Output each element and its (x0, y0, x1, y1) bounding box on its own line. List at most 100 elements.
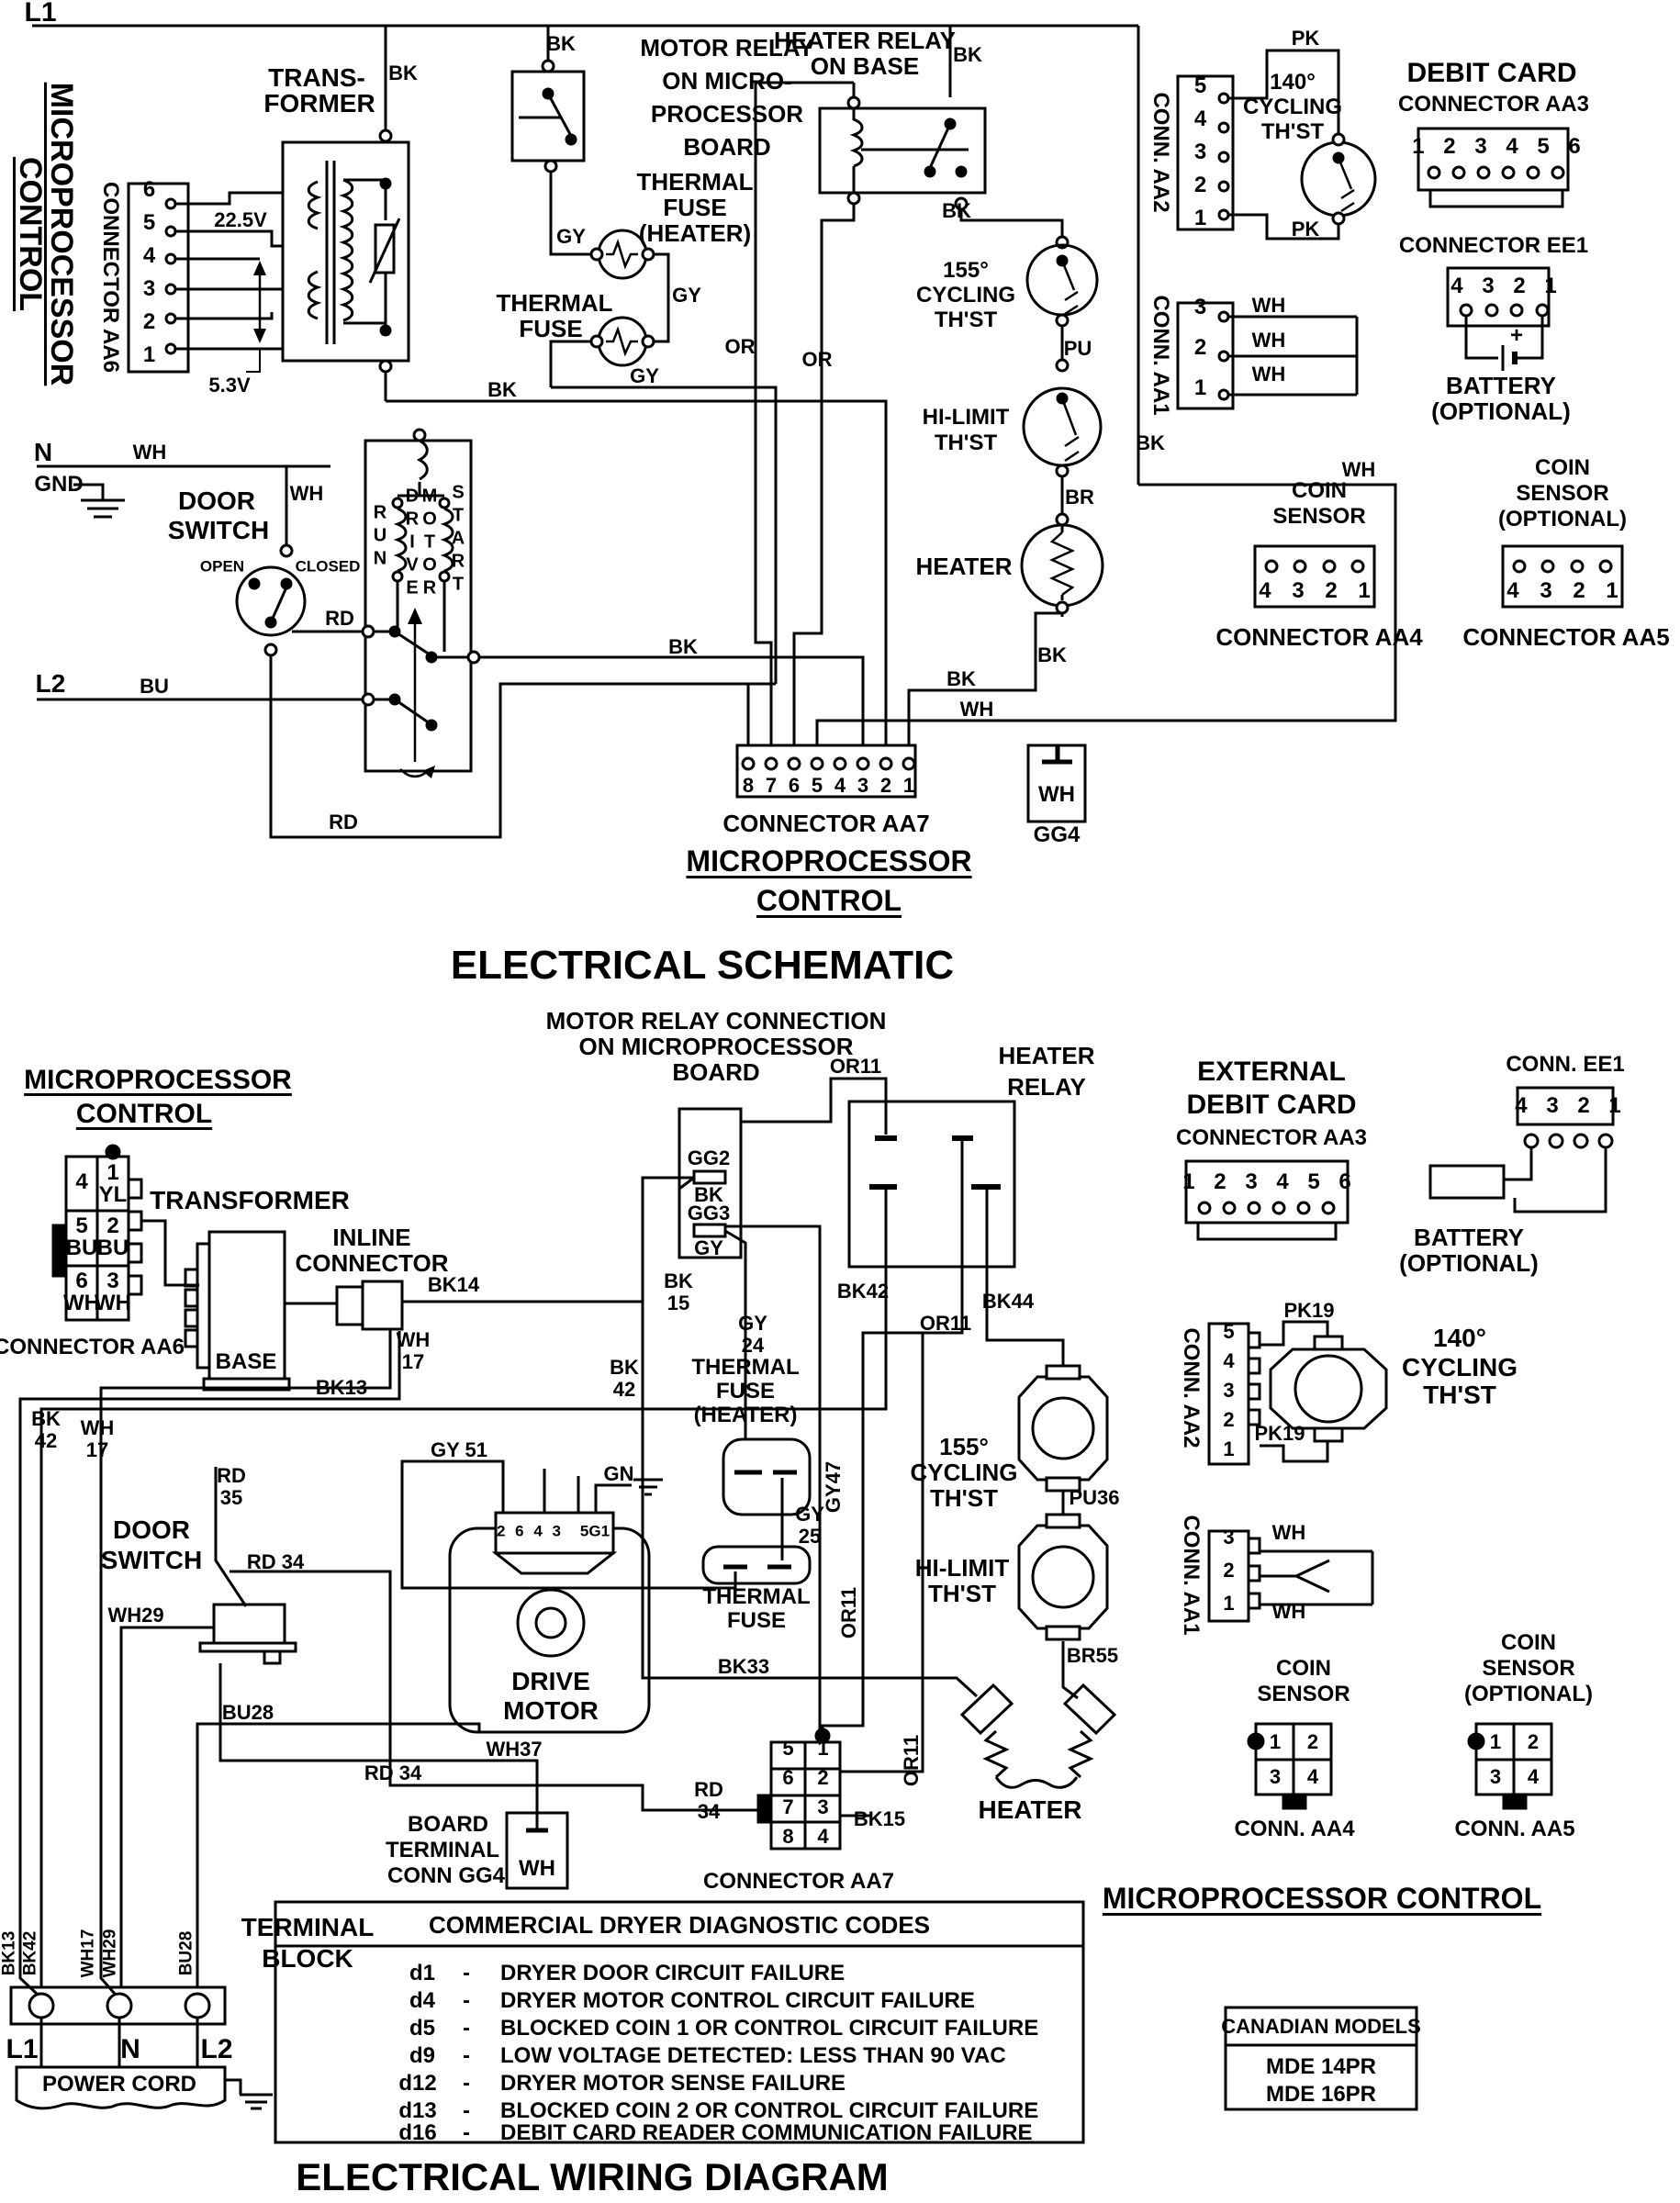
gg4-box-schematic (1026, 744, 1087, 823)
wire-rd35-a: RD (217, 1464, 246, 1487)
hi-limit-w2: TH'ST (927, 1580, 997, 1607)
aa7-pin-6: 6 (788, 774, 801, 797)
aa6-cell-5: 5 (75, 1213, 88, 1238)
aa5-cell-3: 3 (1489, 1765, 1502, 1788)
aa4-cell-4: 4 (1306, 1765, 1319, 1788)
door-switch-w1: DOOR (113, 1515, 190, 1544)
cycling-155-w3: TH'ST (929, 1484, 999, 1512)
wire-bk-2: BK (546, 32, 576, 55)
micro-control-bottom-right: MICROPROCESSOR CONTROL (1102, 1882, 1542, 1915)
thermal-fuse-heater-2: FUSE (663, 194, 727, 221)
rail-bk42: BK42 (20, 1930, 40, 1976)
wire-bk42: BK42 (836, 1280, 890, 1303)
conn-ee1-wiring-label: CONN. EE1 (1506, 1052, 1625, 1077)
cycling-155-label-2: CYCLING (916, 283, 1015, 308)
motor-relay-label-3: PROCESSOR (650, 100, 804, 128)
rail-wh29: WH29 (100, 1929, 120, 1978)
gg4-wh-wiring: WH (519, 1856, 555, 1881)
micro-control-vert-2: CONTROL (13, 156, 48, 312)
coin-sensor-aa5-1: COIN (1535, 455, 1590, 480)
motor-relay-label-1: MOTOR RELAY (640, 34, 814, 62)
heater-relay-wiring-2: RELAY (1007, 1073, 1086, 1101)
heater-wiring-label: HEATER (978, 1795, 1082, 1824)
aa6-cell-1: 1 (106, 1160, 119, 1185)
code-d16: d16 (398, 2120, 437, 2145)
aa4-pin-numbers: 4 3 2 1 (1259, 578, 1371, 603)
wire-gy-2: GY (672, 284, 701, 307)
connector-ee1-schematic (1446, 266, 1551, 371)
aa1-pin-numbers: 321 (1188, 295, 1213, 416)
wire-wh-aa1-2: WH (1251, 329, 1286, 352)
gg3-label: GG3 (687, 1202, 731, 1225)
aa7-wiring-left-pins: 5678 (777, 1737, 800, 1854)
aa3-pin-numbers: 1 2 3 4 5 6 (1412, 134, 1581, 159)
coin-sensor-aa4-wiring (1247, 1722, 1333, 1810)
conn-aa5-wiring-label: CONN. AA5 (1454, 1817, 1575, 1841)
block-l2: L2 (200, 2034, 233, 2064)
cycling-140-label-2: CYCLING (1243, 95, 1342, 119)
wire-bu28: BU28 (221, 1701, 274, 1724)
wire-gy-3: GY (630, 364, 659, 387)
canadian-models-box (1224, 2006, 1418, 2111)
drive-motor-w1: DRIVE (511, 1667, 590, 1695)
coin-sensor-aa5-3: (OPTIONAL) (1498, 507, 1627, 531)
code-d9-dash: - (463, 2043, 470, 2068)
aa5-cell-1: 1 (1489, 1730, 1502, 1753)
board-terminal-3: CONN GG4 (386, 1863, 506, 1888)
connector-aa3-wiring-label: CONNECTOR AA3 (1175, 1125, 1368, 1150)
external-debit-1: EXTERNAL (1197, 1057, 1346, 1087)
conn-ee1-wiring (1428, 1086, 1615, 1213)
aa6-cell-2: 2 (106, 1213, 119, 1238)
inline-connector-wiring (18, 1176, 979, 1996)
voltage-5-3: 5.3V (208, 374, 251, 397)
wire-bu: BU (140, 675, 169, 698)
wire-pk19-2: PK19 (1254, 1422, 1305, 1445)
diagnostic-codes-box (274, 1900, 1085, 2144)
thermal-fuse-heater-1: THERMAL (636, 168, 754, 196)
external-debit-2: DEBIT CARD (1186, 1090, 1357, 1120)
debit-card-aa3-schematic (1417, 127, 1570, 208)
door-closed-label: CLOSED (295, 557, 361, 576)
aa4-cell-2: 2 (1306, 1730, 1319, 1753)
gg4-label: GG4 (1033, 822, 1081, 847)
coin-aa5-w1: COIN (1501, 1630, 1556, 1655)
aa6-cell-2-bu: BU (96, 1236, 129, 1260)
wire-wh-aa1-3: WH (1251, 363, 1286, 386)
cycling-140-wiring (1269, 1335, 1388, 1443)
aa6-cell-6-wh: WH (63, 1291, 100, 1315)
wire-bk-6: BK (668, 635, 698, 658)
wiring-header-2: ON MICROPROCESSOR (578, 1033, 854, 1060)
motor-relay-schematic (510, 59, 591, 256)
wire-gy-1: GY (556, 225, 586, 248)
wire-pk19-1: PK19 (1283, 1299, 1335, 1322)
connector-aa6-schematic (127, 182, 283, 374)
aa4-cell-1: 1 (1269, 1730, 1282, 1753)
drive-motor-wiring (448, 1469, 663, 1734)
coin-aa5-w2: SENSOR (1482, 1656, 1575, 1681)
connector-aa7-wiring (756, 1728, 872, 1851)
schematic-title: ELECTRICAL SCHEMATIC (450, 943, 955, 988)
transformer-label-2: FORMER (263, 89, 375, 117)
thermal-fuse-w2: FUSE (726, 1608, 787, 1633)
coin-aa5-w3: (OPTIONAL) (1464, 1682, 1593, 1706)
wire-bk42-left-a: BK (31, 1407, 61, 1430)
motor-relay-label-2: ON MICRO- (662, 67, 792, 95)
wire-bk-7: BK (946, 667, 976, 690)
inline-connector-2: CONNECTOR (295, 1249, 449, 1277)
code-d16-dash: - (463, 2120, 470, 2145)
battery-label: BATTERY (1446, 372, 1556, 399)
battery-wiring-label: BATTERY (1414, 1224, 1524, 1251)
cycling-155-w1: 155° (939, 1433, 989, 1460)
wire-wh37: WH37 (486, 1738, 543, 1761)
terminal-block-wiring (9, 1985, 273, 2110)
wire-or11-3: OR11 (837, 1586, 860, 1639)
door-switch-label-2: SWITCH (167, 516, 270, 544)
gg4-wh-label: WH (1038, 782, 1075, 807)
n-rail-and-ground (37, 464, 330, 545)
wiring-title: ELECTRICAL WIRING DIAGRAM (296, 2155, 889, 2198)
ee1-wiring-pins: 4 3 2 1 (1515, 1093, 1621, 1118)
aa7-pin-7: 7 (765, 774, 778, 797)
board-terminal-1: BOARD (408, 1812, 488, 1837)
wire-or-1: OR (724, 335, 756, 358)
